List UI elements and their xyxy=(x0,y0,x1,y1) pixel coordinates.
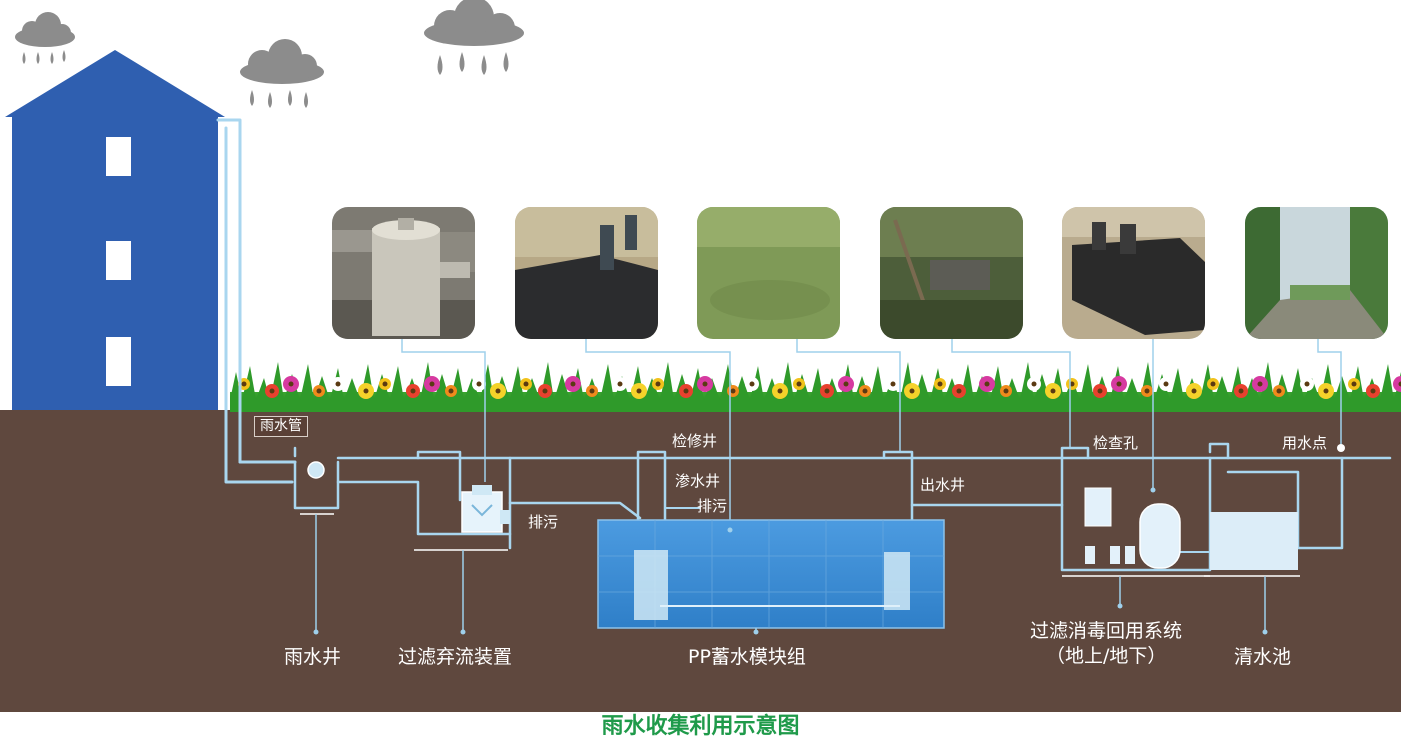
building xyxy=(5,50,225,410)
flower-center xyxy=(1238,388,1244,394)
flower-center xyxy=(523,381,529,387)
photo-filter-device xyxy=(332,207,475,339)
label-outlet-well: 出水井 xyxy=(920,476,966,494)
flower-center xyxy=(335,381,341,387)
flower-center xyxy=(956,388,962,394)
flower-center xyxy=(429,381,435,387)
label-rain-well: 雨水井 xyxy=(284,646,342,668)
flower-center xyxy=(476,381,482,387)
cloud-icon xyxy=(240,39,324,108)
label-drain-1: 排污 xyxy=(528,513,559,531)
clear-water-pool xyxy=(1204,444,1345,635)
rain-clouds xyxy=(15,0,524,108)
flower-center xyxy=(1191,388,1197,394)
label-check-hole: 检查孔 xyxy=(1093,434,1139,452)
pp-storage-tank xyxy=(597,519,945,635)
recycling-equipment xyxy=(1062,487,1210,609)
flower-center xyxy=(1116,381,1122,387)
flower-center xyxy=(410,388,416,394)
label-system-line2: （地上/地下） xyxy=(1046,645,1167,667)
flower-center xyxy=(730,388,736,394)
photo-outlet-well xyxy=(880,207,1023,339)
flower-center xyxy=(1031,381,1037,387)
flower-center xyxy=(824,388,830,394)
diagram-caption: 雨水收集利用示意图 xyxy=(601,714,800,739)
flower-center xyxy=(241,381,247,387)
filter-device xyxy=(414,485,510,635)
label-system-line1: 过滤消毒回用系统 xyxy=(1030,620,1183,642)
flower-center xyxy=(843,381,849,387)
grass-strip xyxy=(230,362,1401,412)
flower-center xyxy=(570,381,576,387)
flower xyxy=(1393,376,1401,392)
flower-center xyxy=(288,381,294,387)
flower-center xyxy=(589,388,595,394)
cloud-icon xyxy=(424,0,524,75)
flower-center xyxy=(363,388,369,394)
flower-center xyxy=(495,388,501,394)
flower-center xyxy=(749,381,755,387)
photo-module-installation xyxy=(515,207,658,339)
flower-center xyxy=(1050,388,1056,394)
flower-center xyxy=(984,381,990,387)
flower-center xyxy=(542,388,548,394)
flower-center xyxy=(636,388,642,394)
label-filter-device: 过滤弃流装置 xyxy=(398,646,513,668)
flower-center xyxy=(937,381,943,387)
label-pp-module: PP蓄水模块组 xyxy=(688,646,806,668)
flower-center xyxy=(1351,381,1357,387)
photo-connectors xyxy=(401,339,1342,530)
flower-center xyxy=(382,381,388,387)
flower-center xyxy=(683,388,689,394)
flower-center xyxy=(1003,388,1009,394)
flower-center xyxy=(316,388,322,394)
flower-center xyxy=(890,381,896,387)
flower-center xyxy=(702,381,708,387)
flower-center xyxy=(655,381,661,387)
label-drain-2: 排污 xyxy=(697,497,728,515)
flower-center xyxy=(448,388,454,394)
photo-recycling-system xyxy=(1062,207,1205,339)
photo-lawn xyxy=(697,207,840,339)
flower-center xyxy=(269,388,275,394)
flower-center xyxy=(1257,381,1263,387)
flower-center xyxy=(862,388,868,394)
flower-center xyxy=(1323,388,1329,394)
flower-center xyxy=(1398,381,1401,387)
flower-center xyxy=(796,381,802,387)
flowers xyxy=(238,376,1401,399)
label-clear-pool: 清水池 xyxy=(1234,646,1292,668)
flower-center xyxy=(1210,381,1216,387)
label-rain-pipe: 雨水管 xyxy=(254,416,308,438)
flower-center xyxy=(617,381,623,387)
flower-center xyxy=(1370,388,1376,394)
flower-center xyxy=(1097,388,1103,394)
label-seepage-well: 渗水井 xyxy=(675,472,721,490)
flower-center xyxy=(777,388,783,394)
cloud-icon xyxy=(15,12,75,64)
flower-center xyxy=(1276,388,1282,394)
flower-center xyxy=(909,388,915,394)
label-inspection-well: 检修井 xyxy=(672,432,718,450)
photo-water-use-point xyxy=(1245,207,1388,339)
label-water-point: 用水点 xyxy=(1282,434,1328,452)
flower-center xyxy=(1163,381,1169,387)
flower-center xyxy=(1304,381,1310,387)
rain-well xyxy=(300,461,334,635)
pipes xyxy=(216,118,1392,614)
flower-center xyxy=(1144,388,1150,394)
